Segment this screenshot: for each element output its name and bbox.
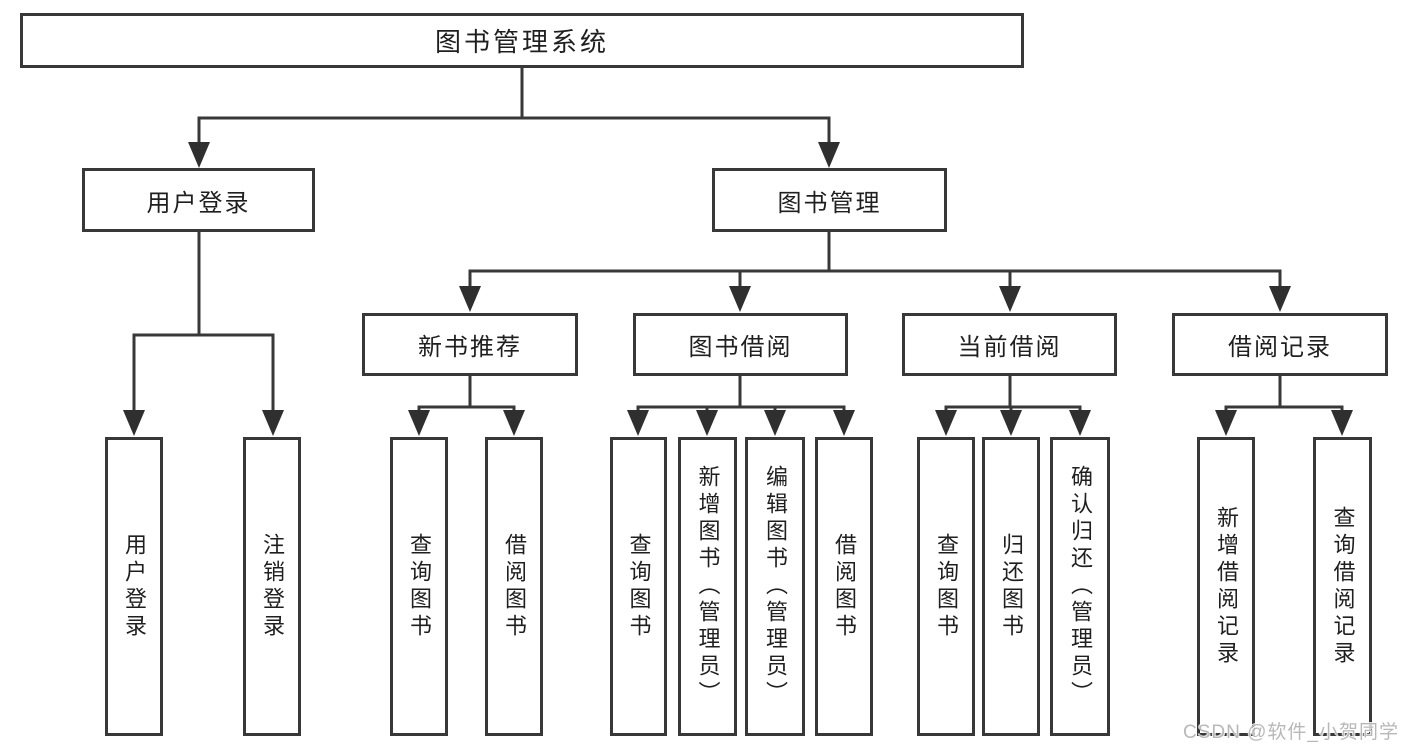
leaf-node-query-books-borrow: 查询图书: [610, 437, 667, 736]
leaf-node-label: 注销登录: [260, 532, 285, 641]
leaf-node-confirm-return-admin: 确认归还（管理员）: [1050, 437, 1110, 736]
leaf-node-query-borrow-record: 查询借阅记录: [1313, 437, 1372, 736]
leaf-node-label: 归还图书: [999, 532, 1024, 641]
module-node-label: 图书借阅: [688, 334, 793, 361]
module-node-label: 当前借阅: [957, 334, 1062, 361]
leaf-node-borrow-books-recommend: 借阅图书: [485, 437, 543, 736]
root-node-label: 图书管理系统: [434, 27, 609, 57]
leaf-node-logout: 注销登录: [243, 437, 301, 736]
leaf-node-add-books-admin: 新增图书（管理员）: [678, 437, 737, 736]
leaf-node-label: 查询图书: [626, 532, 652, 641]
branch-node-book-management: 图书管理: [712, 168, 947, 232]
leaf-node-label: 新增借阅记录: [1214, 505, 1239, 668]
branch-node-user-login: 用户登录: [82, 168, 315, 232]
leaf-node-label: 新增图书（管理员）: [695, 465, 721, 708]
csdn-watermark: CSDN @软件_小贺同学: [1183, 722, 1399, 743]
leaf-node-borrow-books: 借阅图书: [815, 437, 873, 736]
leaf-node-edit-books-admin: 编辑图书（管理员）: [745, 437, 805, 736]
module-node-label: 借阅记录: [1228, 334, 1332, 361]
leaf-node-label: 确认归还（管理员）: [1068, 465, 1093, 708]
module-node-new-book-recommend: 新书推荐: [362, 313, 578, 376]
leaf-node-label: 查询借阅记录: [1330, 505, 1356, 668]
module-node-borrow-records: 借阅记录: [1172, 313, 1388, 376]
leaf-node-label: 编辑图书（管理员）: [763, 465, 788, 708]
leaf-node-query-books-current: 查询图书: [917, 437, 975, 736]
leaf-node-add-borrow-record: 新增借阅记录: [1197, 437, 1255, 736]
leaf-node-query-books-recommend: 查询图书: [390, 437, 448, 736]
root-node-system: 图书管理系统: [20, 13, 1024, 68]
branch-node-label: 图书管理: [777, 189, 882, 217]
leaf-node-label: 查询图书: [407, 532, 432, 641]
branch-node-label: 用户登录: [146, 189, 251, 217]
leaf-node-return-books: 归还图书: [982, 437, 1040, 736]
module-node-label: 新书推荐: [418, 334, 522, 361]
leaf-node-label: 查询图书: [934, 532, 959, 641]
module-node-current-borrow: 当前借阅: [902, 313, 1117, 376]
module-node-book-borrow: 图书借阅: [633, 313, 848, 376]
leaf-node-label: 借阅图书: [832, 532, 857, 641]
leaf-node-label: 用户登录: [122, 532, 147, 641]
leaf-node-label: 借阅图书: [502, 532, 527, 641]
leaf-node-user-login: 用户登录: [105, 437, 163, 736]
